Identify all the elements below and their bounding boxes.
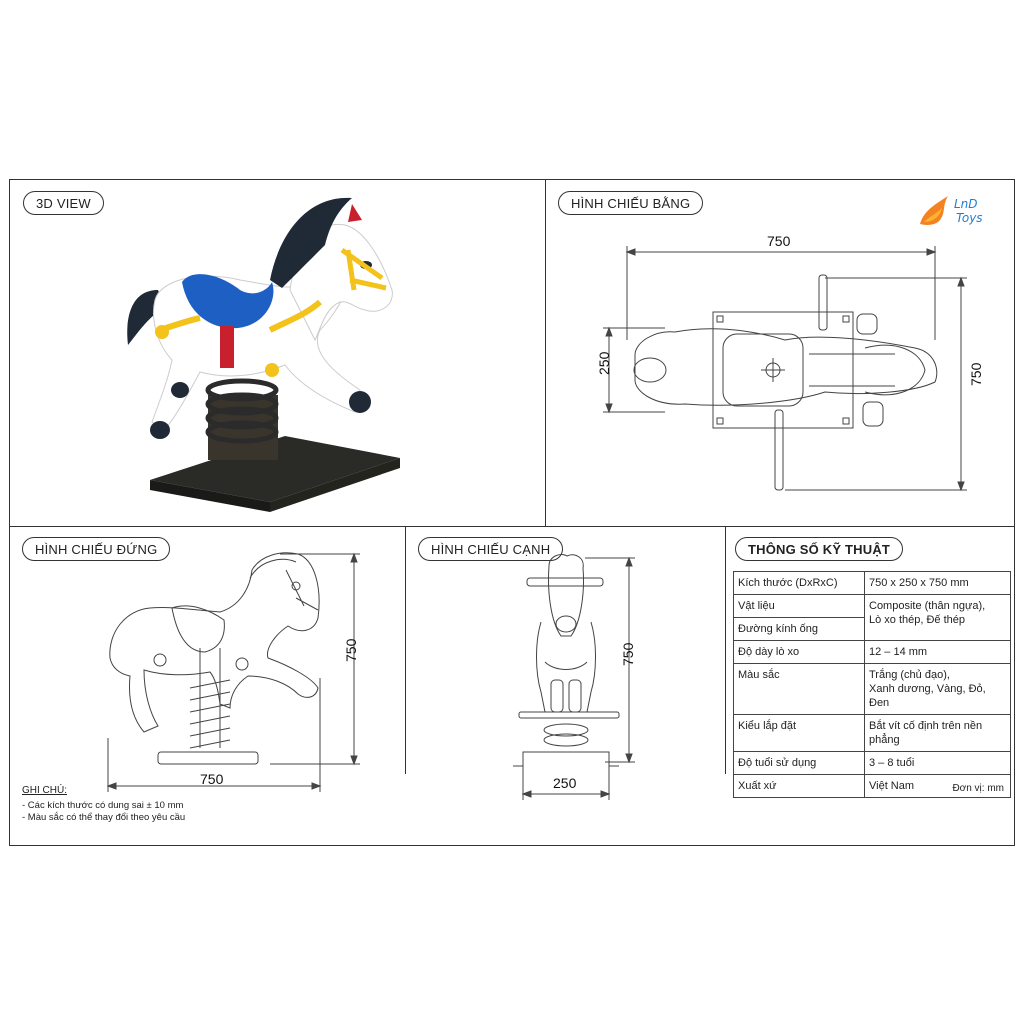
drawing-sheet [9, 179, 1015, 846]
table-row: Kích thước (DxRxC) 750 x 250 x 750 mm [733, 571, 1011, 595]
spec-value-color-1: Trắng (chủ đạo), [869, 669, 950, 681]
notes-title: GHI CHÚ: [22, 785, 67, 796]
dim-top-length: 750 [968, 362, 984, 386]
note-item: - Các kích thước có dung sai ± 10 mm [22, 800, 184, 811]
logo-text-toys: Toys [956, 211, 983, 225]
spec-value: Trắng (chủ đạo), Xanh dương, Vàng, Đỏ, Đ… [864, 663, 1011, 715]
spec-value-color-2: Xanh dương, Vàng, Đỏ, Đen [869, 683, 986, 709]
label-side-view: HÌNH CHIẾU CẠNH [418, 537, 564, 561]
table-row: Độ tuổi sử dụng 3 – 8 tuổi [733, 751, 1011, 775]
top-view-drawing: 750 250 750 [596, 233, 984, 492]
notes: GHI CHÚ: - Các kích thước có dung sai ± … [22, 785, 185, 824]
table-row: Xuất xứ Việt Nam [733, 774, 1011, 798]
table-row: Vật liệu Đường kính ống Composite (thân … [733, 594, 1011, 641]
spec-key: Độ dày lò xo [733, 640, 865, 664]
flame-logo-icon: LnD Toys [920, 196, 983, 225]
spec-value: Composite (thân ngựa), Lò xo thép, Đế th… [864, 594, 1011, 641]
spec-table: Kích thước (DxRxC) 750 x 250 x 750 mm Vậ… [733, 571, 1011, 798]
table-row: Độ dày lò xo 12 – 14 mm [733, 640, 1011, 664]
brand-logo: LnD Toys [918, 192, 998, 232]
dim-side-height: 750 [620, 642, 636, 666]
spec-key-material: Vật liệu [734, 595, 864, 618]
spec-key-pipe: Đường kính ống [738, 623, 819, 635]
label-3d-view: 3D VIEW [23, 191, 104, 215]
dim-side-width: 250 [553, 775, 577, 791]
divider-vertical-bottom-1 [405, 526, 406, 774]
spec-key: Vật liệu Đường kính ống [733, 594, 865, 641]
spec-key: Độ tuổi sử dụng [733, 751, 865, 775]
spec-key: Kiểu lắp đặt [733, 714, 865, 752]
label-front-view: HÌNH CHIẾU ĐỨNG [22, 537, 171, 561]
spec-value: 750 x 250 x 750 mm [864, 571, 1011, 595]
table-row: Màu sắc Trắng (chủ đạo), Xanh dương, Vàn… [733, 663, 1011, 715]
logo-text-lnd: LnD [954, 197, 978, 211]
front-view-drawing: 750 750 [106, 552, 360, 792]
spec-value-pipe: Lò xo thép, Đế thép [869, 614, 966, 626]
spec-value: 12 – 14 mm [864, 640, 1011, 664]
spec-key: Kích thước (DxRxC) [733, 571, 865, 595]
dim-top-height: 250 [596, 351, 612, 375]
horse-3d-illustration [127, 197, 400, 512]
divider-horizontal [9, 526, 1015, 527]
side-view-drawing: 750 250 [513, 553, 636, 800]
dim-front-width: 750 [200, 771, 224, 787]
divider-vertical-top [545, 179, 546, 526]
label-spec-title: THÔNG SỐ KỸ THUẬT [735, 537, 904, 561]
spec-key: Màu sắc [733, 663, 865, 715]
dim-front-height: 750 [343, 638, 359, 662]
note-item: - Màu sắc có thể thay đổi theo yêu cầu [22, 812, 186, 823]
table-row: Kiểu lắp đặt Bắt vít cố định trên nền ph… [733, 714, 1011, 752]
label-top-view: HÌNH CHIẾU BẰNG [558, 191, 704, 215]
spec-value-material: Composite (thân ngựa), [869, 600, 986, 612]
spec-value: Việt Nam [864, 774, 1011, 798]
spec-key: Xuất xứ [733, 774, 865, 798]
dim-top-width: 750 [767, 233, 791, 249]
spec-value: Bắt vít cố định trên nền phẳng [864, 714, 1011, 752]
spec-value: 3 – 8 tuổi [864, 751, 1011, 775]
divider-vertical-bottom-2 [725, 526, 726, 774]
unit-label: Đơn vị: mm [952, 783, 1004, 794]
